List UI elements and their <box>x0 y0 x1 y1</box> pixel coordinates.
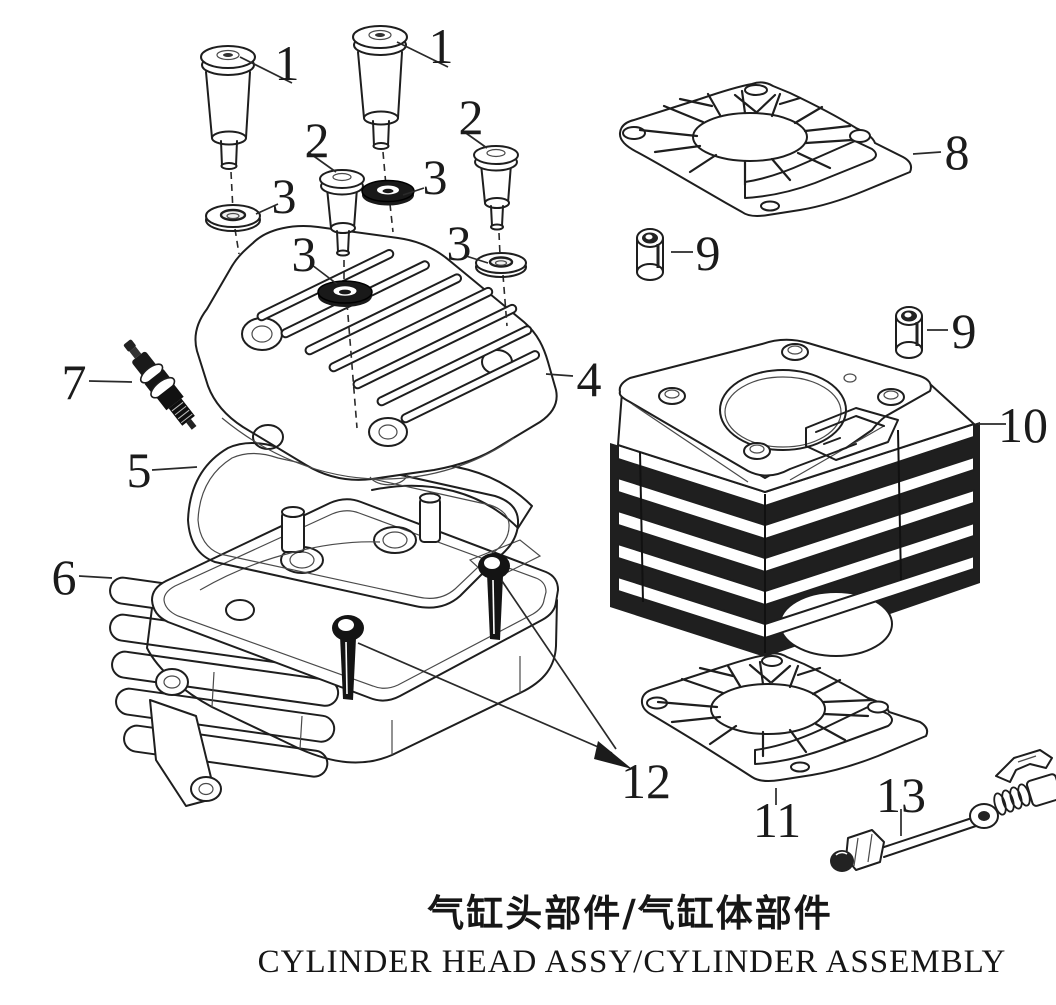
callout-12: 12 <box>621 753 671 809</box>
callout-11: 11 <box>753 792 801 848</box>
exhaust-flange <box>149 668 222 807</box>
callout-4: 4 <box>577 351 602 407</box>
diagram-title-chinese: 气缸头部件/气缸体部件 <box>427 892 833 935</box>
valve-cover-outline <box>194 225 558 481</box>
callout-5: 5 <box>127 442 152 498</box>
stud-bolt-b <box>478 553 510 640</box>
cylinder-head <box>109 463 559 807</box>
callout-7: 7 <box>62 354 87 410</box>
callout-9b: 9 <box>952 303 977 359</box>
long-bolt-b <box>352 25 408 233</box>
head-gasket <box>618 81 913 217</box>
cylinder-block <box>610 338 980 657</box>
callout-numbers: 1 1 2 2 3 3 3 3 4 5 6 7 8 9 9 10 11 12 1… <box>52 18 1049 848</box>
tensioner-spring <box>993 783 1031 816</box>
stud-bolts <box>332 553 510 700</box>
dowel-pin-a <box>636 228 664 281</box>
cover-gasket <box>187 442 520 609</box>
cylinder-bore <box>719 369 847 451</box>
base-gasket-web <box>656 660 874 758</box>
callout-2b: 2 <box>459 89 484 145</box>
callout-3b: 3 <box>423 149 448 205</box>
tensioner-pipe <box>830 749 1056 872</box>
head-gasket-web <box>638 89 854 187</box>
diagram-title-english: CYLINDER HEAD ASSY/CYLINDER ASSEMBLY <box>258 944 1007 980</box>
long-bolt-a <box>200 45 256 255</box>
cylinder-stud-holes <box>658 343 905 460</box>
valve-train-details <box>199 463 542 621</box>
callout-1a: 1 <box>275 35 300 91</box>
callout-1b: 1 <box>429 18 454 74</box>
washer-a <box>205 204 261 232</box>
cam-chain-tunnel <box>805 407 899 461</box>
washer-d <box>475 252 527 278</box>
callout-2a: 2 <box>305 112 330 168</box>
short-bolt-b <box>473 145 519 327</box>
callout-8: 8 <box>945 124 970 180</box>
diagram-titles: 气缸头部件/气缸体部件 CYLINDER HEAD ASSY/CYLINDER … <box>258 892 1007 980</box>
callout-leader-lines <box>78 41 1006 836</box>
cylinder-base-gasket <box>640 652 929 782</box>
callout-arrow-12 <box>594 741 632 769</box>
callout-3d: 3 <box>447 215 472 271</box>
stud-bolt-a <box>332 615 364 700</box>
callout-3c: 3 <box>292 226 317 282</box>
spark-plug <box>123 339 197 430</box>
callout-3a: 3 <box>272 168 297 224</box>
washer-c <box>317 280 373 307</box>
callout-6: 6 <box>52 549 77 605</box>
dowel-pin-b <box>895 306 923 359</box>
short-bolt-a <box>319 169 365 429</box>
callout-9a: 9 <box>696 225 721 281</box>
tensioner-bracket <box>995 749 1053 783</box>
callout-10: 10 <box>998 397 1048 453</box>
washer-b <box>361 179 415 206</box>
callout-13: 13 <box>876 767 926 823</box>
